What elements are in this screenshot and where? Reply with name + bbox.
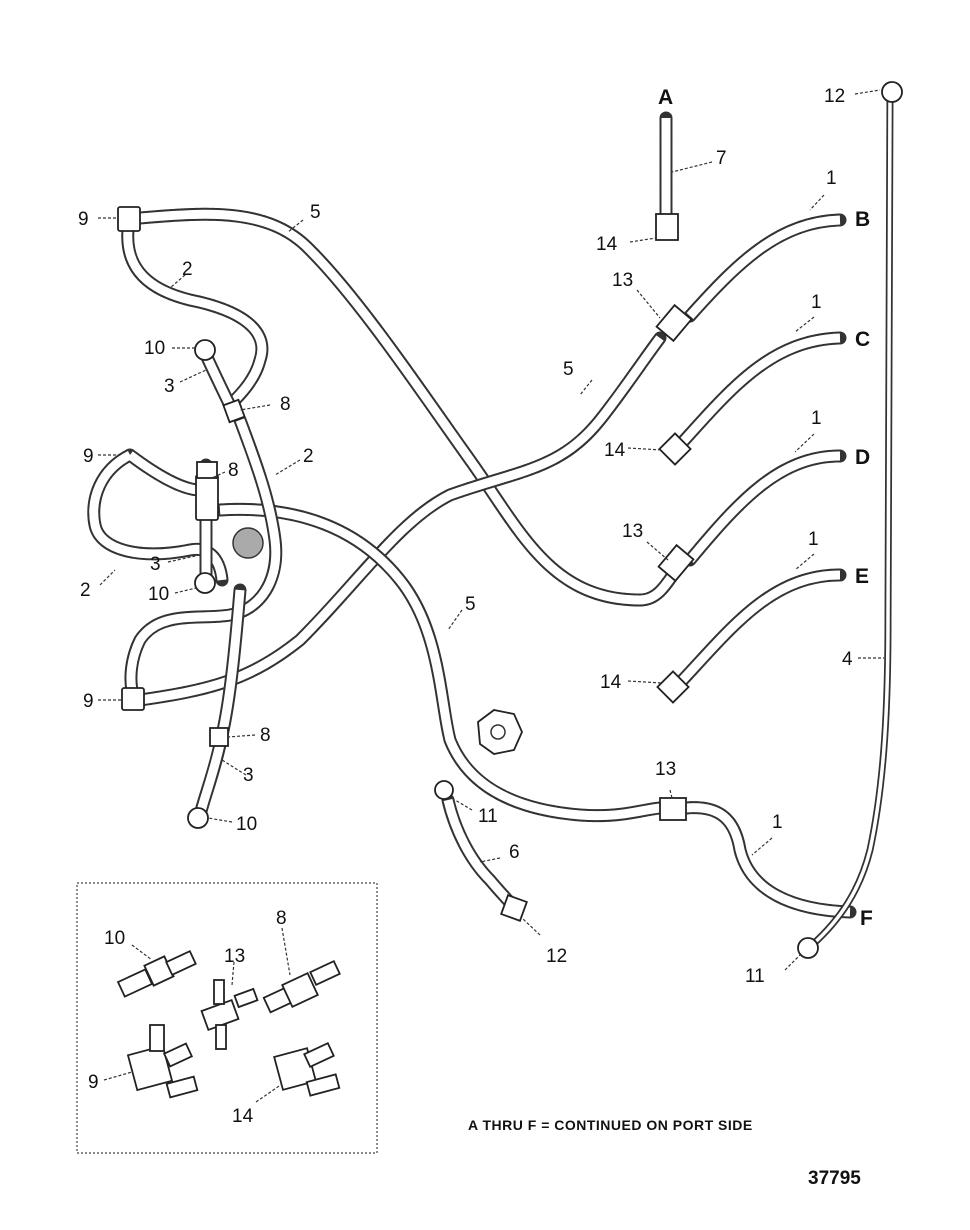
callout-9-top: 9 bbox=[78, 209, 89, 230]
leader-lines bbox=[98, 89, 884, 971]
hose-3-lower bbox=[193, 583, 247, 822]
check-valve-8-bottom bbox=[209, 727, 229, 747]
callout-2-top: 2 bbox=[182, 259, 193, 280]
connection-letters: A B C D E F bbox=[658, 86, 873, 930]
hose-3-upper bbox=[199, 348, 239, 417]
callout-9-bottom: 9 bbox=[83, 691, 94, 712]
callout-10-top: 10 bbox=[144, 338, 165, 359]
callout-8-mid: 8 bbox=[228, 460, 239, 481]
callout-2-mid: 2 bbox=[303, 446, 314, 467]
connector-12-bottom bbox=[500, 894, 528, 922]
coupler-13-top bbox=[655, 303, 693, 343]
hose-1-c bbox=[673, 331, 847, 452]
callout-5-low: 5 bbox=[465, 594, 476, 615]
inset-label-9: 9 bbox=[88, 1072, 99, 1093]
inset-label-13: 13 bbox=[224, 946, 245, 967]
tee-fitting-9-bottom bbox=[121, 687, 145, 711]
inset-label-10: 10 bbox=[104, 928, 125, 949]
hose-2-upper bbox=[121, 223, 269, 412]
callout-1-f: 1 bbox=[772, 812, 783, 833]
connector-11-right bbox=[797, 937, 819, 959]
inset-label-14: 14 bbox=[232, 1106, 254, 1127]
connector-10-bottom bbox=[187, 807, 209, 829]
hose-5-middle bbox=[133, 331, 667, 707]
callout-1-c: 1 bbox=[811, 292, 822, 313]
callout-1-b: 1 bbox=[826, 168, 837, 189]
connector-10-top bbox=[194, 339, 216, 361]
tee-fitting-9-top bbox=[117, 206, 141, 232]
inset-fitting-10: 10 bbox=[104, 928, 197, 998]
callout-4: 4 bbox=[842, 649, 853, 670]
connector-11-mid bbox=[434, 780, 454, 800]
coupler-13-bottom bbox=[659, 797, 687, 821]
inset-fitting-8: 8 bbox=[262, 908, 341, 1014]
letter-f: F bbox=[860, 907, 873, 930]
callout-14-c: 14 bbox=[604, 440, 626, 461]
connector-10-mid bbox=[194, 572, 216, 594]
callout-9-mid: 9 bbox=[83, 446, 94, 467]
callout-5-top: 5 bbox=[310, 202, 321, 223]
letter-a: A bbox=[658, 86, 673, 109]
hose-1-b bbox=[683, 213, 847, 323]
elbow-14-top bbox=[655, 213, 679, 241]
tee-junction-mid bbox=[195, 474, 219, 521]
connector-12-top bbox=[881, 81, 903, 103]
callout-13-mid: 13 bbox=[622, 521, 643, 542]
callout-13-top: 13 bbox=[612, 270, 633, 291]
letter-b: B bbox=[855, 208, 870, 231]
letter-c: C bbox=[855, 328, 870, 351]
callout-11-right: 11 bbox=[745, 966, 765, 987]
callout-1-e: 1 bbox=[808, 529, 819, 550]
fittings bbox=[117, 81, 903, 959]
figure-number: 37795 bbox=[808, 1168, 861, 1189]
hose-paths bbox=[87, 111, 857, 919]
callout-14-e: 14 bbox=[600, 672, 622, 693]
callout-1-d: 1 bbox=[811, 408, 822, 429]
continuation-note: A THRU F = CONTINUED ON PORT SIDE bbox=[468, 1117, 753, 1133]
callout-5-mid: 5 bbox=[563, 359, 574, 380]
inset-fitting-14: 14 bbox=[232, 1041, 341, 1127]
callout-14-top: 14 bbox=[596, 234, 618, 255]
hose-1-d bbox=[683, 449, 847, 567]
inset-fitting-9: 9 bbox=[88, 1024, 199, 1099]
coupler-13-mid bbox=[657, 543, 695, 583]
callout-7: 7 bbox=[716, 148, 727, 169]
callout-12-top: 12 bbox=[824, 86, 845, 107]
hex-fitting-bore bbox=[490, 724, 506, 740]
elbow-14-e bbox=[656, 670, 690, 704]
hose-5-upper bbox=[133, 207, 687, 607]
callout-8-bottom: 8 bbox=[260, 725, 271, 746]
tube-4 bbox=[809, 94, 894, 948]
callout-6: 6 bbox=[509, 842, 520, 863]
check-valve-8-mid bbox=[196, 461, 218, 479]
callout-11-mid: 11 bbox=[478, 806, 498, 827]
plug-hatched bbox=[232, 527, 264, 559]
callout-8-top: 8 bbox=[280, 394, 291, 415]
callout-3-top: 3 bbox=[164, 376, 175, 397]
inset-fitting-13: 13 bbox=[200, 946, 259, 1050]
hose-1-f bbox=[679, 801, 857, 919]
callout-3-bottom: 3 bbox=[243, 765, 254, 786]
callout-10-bottom: 10 bbox=[236, 814, 257, 835]
inset-label-8: 8 bbox=[276, 908, 287, 929]
callout-2-left: 2 bbox=[80, 580, 91, 601]
callout-labels: 9 5 2 10 3 8 9 2 8 3 2 10 9 8 3 10 5 13 … bbox=[78, 86, 853, 987]
callout-13-low: 13 bbox=[655, 759, 676, 780]
callout-10-mid: 10 bbox=[148, 584, 169, 605]
callout-3-mid: 3 bbox=[150, 554, 161, 575]
hose-1-e bbox=[671, 568, 847, 692]
elbow-14-c bbox=[658, 432, 692, 466]
check-valve-8-top bbox=[222, 398, 246, 424]
letter-d: D bbox=[855, 446, 870, 469]
fitting-legend-inset: 10 13 8 9 bbox=[76, 882, 378, 1154]
hose-5-lower bbox=[213, 502, 667, 823]
letter-e: E bbox=[855, 565, 869, 588]
callout-12-bottom: 12 bbox=[546, 946, 567, 967]
